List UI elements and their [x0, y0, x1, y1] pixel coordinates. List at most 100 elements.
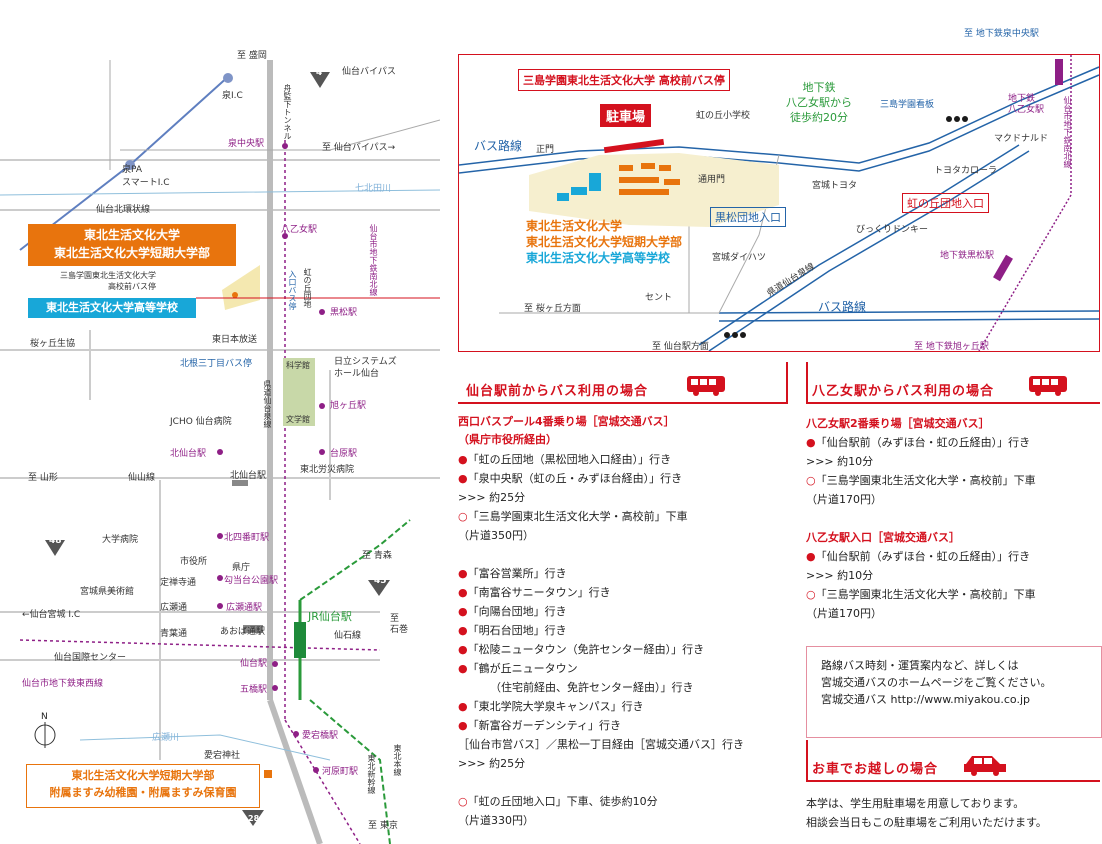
info-line-3[interactable]: 宮城交通バス http://www.miyakou.co.jp — [821, 693, 1030, 706]
car-icon — [964, 756, 1006, 776]
inset-bus-stop-title: 三島学園東北生活文化大学 高校前バス停 — [518, 69, 730, 91]
yaotome-stop1-dest: 「仙台駅前（みずほ台・虹の丘経由）」行き — [806, 435, 1031, 451]
yaotome-stop2-fare: （片道170円） — [806, 607, 882, 620]
route-45-badge: 45 — [374, 576, 387, 586]
station-jr-sendai[interactable]: JR仙台駅 — [308, 610, 352, 623]
senseki-line-label: 仙石線 — [334, 631, 362, 641]
kita-sendai-dept-label: 北仙台駅 — [230, 471, 267, 481]
high-school-label[interactable]: 東北生活文化大学高等学校 — [28, 298, 196, 318]
car-section-rule-vert — [806, 740, 808, 782]
inset-school-name-3: 東北生活文化大学高等学校 — [526, 251, 671, 265]
station-kita-sendai[interactable]: 北仙台駅 — [170, 449, 207, 459]
subway-tozai-label: 仙台市地下鉄東西線 — [22, 679, 104, 689]
sendai-section-rule-vert — [786, 362, 788, 404]
hitachi-systems-label: 日立システムズ ホール仙台 — [334, 357, 397, 379]
station-kuromatsu[interactable]: 黒松駅 — [330, 308, 358, 318]
yaotome-section-rule-vert — [806, 362, 808, 404]
to-tokyo-label: 至 東京 — [368, 821, 398, 831]
aoba-st-label: あおば通駅 — [220, 627, 266, 637]
yaotome-section-rule — [806, 402, 1100, 404]
car-section-rule — [806, 780, 1100, 782]
sendai-line-3: 「泉中央駅（虹の丘・みずほ台経由）」行き — [458, 471, 683, 487]
inset-tsuyo-gate: 通用門 — [698, 175, 726, 185]
izumi-pa-label: 泉PA スマートI.C — [122, 165, 170, 188]
bus-icon — [1029, 376, 1067, 396]
daigaku-byoin-label: 大学病院 — [102, 535, 139, 545]
to-miyagi-ic-label: ←仙台宮城 I.C — [22, 610, 81, 620]
atago-shrine-label: 愛宕神社 — [204, 751, 241, 761]
station-izumi-chuo[interactable]: 泉中央駅 — [228, 139, 265, 149]
yaotome-stop1-get-off: 「三島学園東北生活文化大学・高校前」下車 — [806, 473, 1036, 489]
shiyakusho-label: 市役所 — [180, 557, 208, 567]
station-yaotome[interactable]: 八乙女駅 — [281, 225, 318, 235]
senzan-line-label: 仙山線 — [128, 473, 156, 483]
to-morioka-label: 至 盛岡 — [237, 51, 267, 61]
jcho-label: JCHO 仙台病院 — [170, 417, 232, 427]
sendai-line-1: （県庁市役所経由） — [458, 433, 557, 446]
science-museum-label: 科学館 — [286, 361, 310, 370]
station-hirose-dori[interactable]: 広瀬通駅 — [226, 603, 263, 613]
sendai-line-15: 「新富谷ガーデンシティ」行き — [458, 718, 621, 734]
sendai-section-rule — [458, 402, 788, 404]
station-atagobashi[interactable]: 愛宕橋駅 — [302, 731, 339, 741]
inset-miyagi-daihatsu: 宮城ダイハツ — [712, 253, 766, 263]
yaotome-stop1-time: >>> 約10分 — [806, 455, 874, 468]
tohoku-honsen-label: 東北本線 — [393, 744, 402, 776]
inset-to-izumi-chuo: 至 地下鉄泉中央駅 — [964, 29, 1039, 39]
nanakita-river-label: 七北田川 — [355, 184, 392, 194]
izumi-ic-label: 泉I.C — [222, 91, 243, 101]
sendai-line-19: （片道330円） — [458, 814, 534, 827]
sendai-bypass-label: 仙台バイパス — [342, 67, 396, 77]
kencho-label: 県庁 — [232, 563, 251, 573]
inset-kuromatsu-entrance: 黒松団地入口 — [710, 207, 786, 227]
yaotome-stop2-dest: 「仙台駅前（みずほ台・虹の丘経由）」行き — [806, 549, 1031, 565]
inset-bus-route-bottom: バス路線 — [818, 300, 867, 314]
inset-to-asahigaoka: 至 地下鉄旭ヶ丘駅 — [914, 342, 989, 352]
inset-bikkuri-donkey: びっくりドンキー — [856, 225, 929, 235]
seiyo-st-label: 青葉通 — [160, 629, 188, 639]
university-main-label[interactable]: 東北生活文化大学 東北生活文化大学短期大学部 — [28, 224, 236, 266]
higashi-nihon-tv-label: 東日本放送 — [212, 335, 258, 345]
yaotome-stop2-get-off: 「三島学園東北生活文化大学・高校前」下車 — [806, 587, 1036, 603]
inset-school-name-2: 東北生活文化大学短期大学部 — [526, 235, 683, 249]
car-line-2: 相談会当日もこの駐車場をご利用いただけます。 — [806, 816, 1047, 829]
sendai-line-18: 「虹の丘団地入口」下車、徒歩約10分 — [458, 794, 658, 810]
station-asahigaoka[interactable]: 旭ヶ丘駅 — [330, 401, 367, 411]
inset-mishima-sign: 三島学園看板 — [880, 100, 935, 110]
sakuragaoka-label: 桜ヶ丘生協 — [30, 339, 76, 349]
campus-inset-map — [458, 54, 1100, 352]
station-kawaramachi[interactable]: 河原町駅 — [322, 767, 359, 777]
sendai-line-12: 「鶴が丘ニュータウン — [458, 661, 578, 677]
bus-icon — [687, 376, 725, 396]
inset-nijigaoka-entrance: 虹の丘団地入口 — [902, 193, 989, 213]
station-sendai-subway[interactable]: 仙台駅 — [240, 659, 268, 669]
route-4-badge: 4 — [316, 68, 323, 78]
car-section-title: お車でお越しの場合 — [812, 762, 939, 777]
route-48-badge: 48 — [49, 536, 62, 546]
station-dainohara[interactable]: 台原駅 — [330, 449, 358, 459]
kita-nemoto-bus-label: 北根三丁目バス停 — [180, 359, 253, 369]
art-museum-label: 宮城県美術館 — [80, 587, 135, 597]
inset-roads — [458, 55, 1100, 352]
tunnel-label: 舟監下トンネル — [283, 84, 292, 140]
inset-mcdonalds: マクドナルド — [994, 134, 1049, 144]
station-kotodai-koen[interactable]: 勾当台公園駅 — [224, 576, 279, 586]
station-kita-yonbancho[interactable]: 北四番町駅 — [224, 533, 270, 543]
to-sendai-bypass-label: 至 仙台バイパス→ — [322, 143, 396, 153]
sendai-line-10: 「明石台団地」行き — [458, 623, 567, 639]
to-aomori-label: 至 青森 — [362, 551, 392, 561]
sendai-line-4: >>> 約25分 — [458, 491, 526, 504]
yaotome-stop2-time: >>> 約10分 — [806, 569, 874, 582]
kokusai-center-label: 仙台国際センター — [54, 653, 127, 663]
prefectural-road-label: 県道仙台泉線 — [263, 380, 272, 428]
yaotome-stop1-fare: （片道170円） — [806, 493, 882, 506]
inset-subway-nanboku: 仙台市地下鉄南北線 — [1063, 96, 1072, 168]
inset-school-name-1: 東北生活文化大学 — [526, 219, 623, 233]
inset-toyota-corolla: トヨタカローラ — [934, 166, 998, 176]
sendai-line-6: （片道350円） — [458, 529, 534, 542]
tohoku-rosai-label: 東北労災病院 — [300, 465, 355, 475]
car-line-1: 本学は、学生用駐車場を用意しております。 — [806, 797, 1025, 810]
yaotome-stop2: 八乙女駅入口［宮城交通バス］ — [806, 531, 960, 544]
station-itsutsubashi[interactable]: 五橋駅 — [240, 685, 268, 695]
kindergarten-label[interactable]: 東北生活文化大学短期大学部 附属ますみ幼稚園・附属ますみ保育園 — [26, 764, 260, 808]
